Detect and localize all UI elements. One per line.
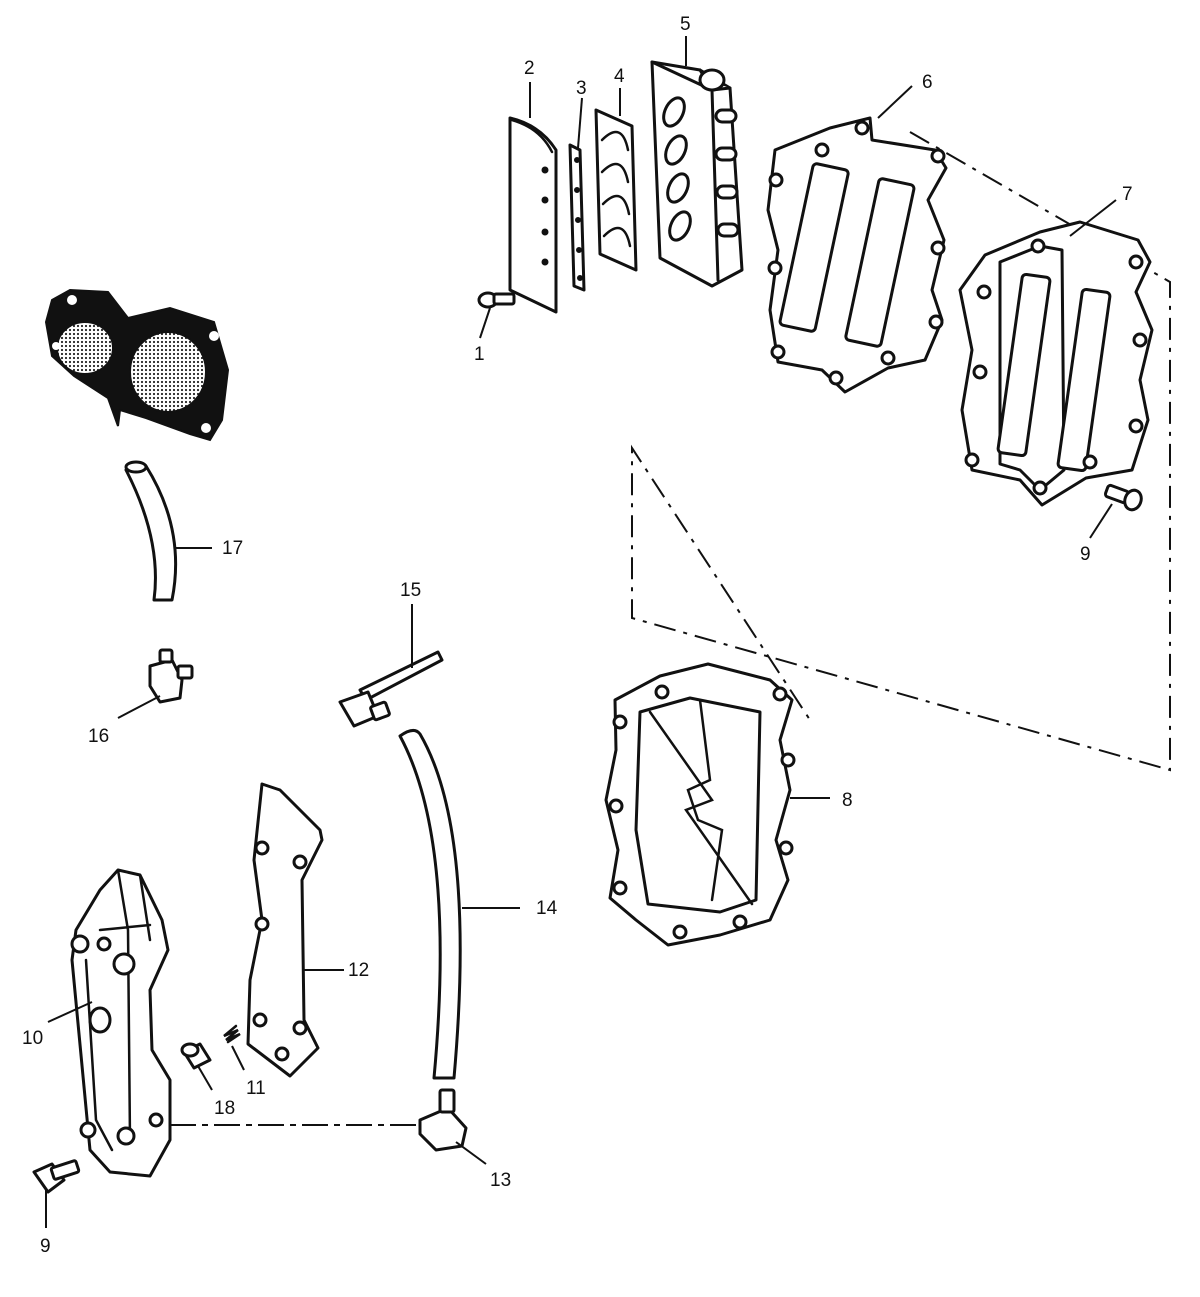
callout-11: 11 <box>246 1078 266 1099</box>
callout-15: 15 <box>400 580 421 601</box>
part-9-screw-right <box>1103 483 1143 512</box>
part-10-bracket <box>70 868 172 1178</box>
leader-lines <box>45 36 1117 1228</box>
callout-4: 4 <box>614 66 625 87</box>
alignment-lines <box>170 131 1171 1126</box>
part-1-screw <box>477 291 516 309</box>
callout-8: 8 <box>842 790 853 811</box>
part-15-fitting <box>338 650 444 728</box>
part-6-gasket <box>766 116 948 394</box>
part-14-hose <box>398 729 462 1080</box>
fuel-pump-cover <box>44 288 230 442</box>
part-9-bolt-bottom <box>32 1159 81 1194</box>
callout-16: 16 <box>88 726 109 747</box>
part-7-reed-plate <box>958 220 1154 507</box>
callout-2: 2 <box>524 58 535 79</box>
callout-12: 12 <box>348 960 369 981</box>
callout-18: 18 <box>214 1098 235 1119</box>
part-13-fitting <box>418 1088 468 1152</box>
callout-3: 3 <box>576 78 587 99</box>
callout-14: 14 <box>536 898 558 919</box>
part-17-hose <box>124 460 178 602</box>
part-3-reed <box>568 143 586 292</box>
callout-7: 7 <box>1122 184 1133 205</box>
callout-9-bottom: 9 <box>40 1236 51 1257</box>
part-8-gasket <box>604 662 796 947</box>
callout-1: 1 <box>474 344 485 365</box>
callout-13: 13 <box>490 1170 511 1191</box>
part-16-fitting <box>148 648 194 704</box>
part-18-bushing <box>180 1042 212 1070</box>
part-5-reed-block <box>650 60 744 288</box>
callout-6: 6 <box>922 72 933 93</box>
callout-17: 17 <box>222 538 243 559</box>
part-12-plate <box>246 782 324 1078</box>
callout-10: 10 <box>22 1028 43 1049</box>
part-2-reed-stop <box>508 116 558 314</box>
callout-5: 5 <box>680 14 691 35</box>
part-11-spring <box>223 1024 241 1044</box>
callout-9-right: 9 <box>1080 544 1091 565</box>
callout-labels: 1 2 3 4 5 6 7 8 9 9 10 11 12 13 14 15 16… <box>22 14 1133 1257</box>
part-4-reed-petals <box>594 108 638 272</box>
